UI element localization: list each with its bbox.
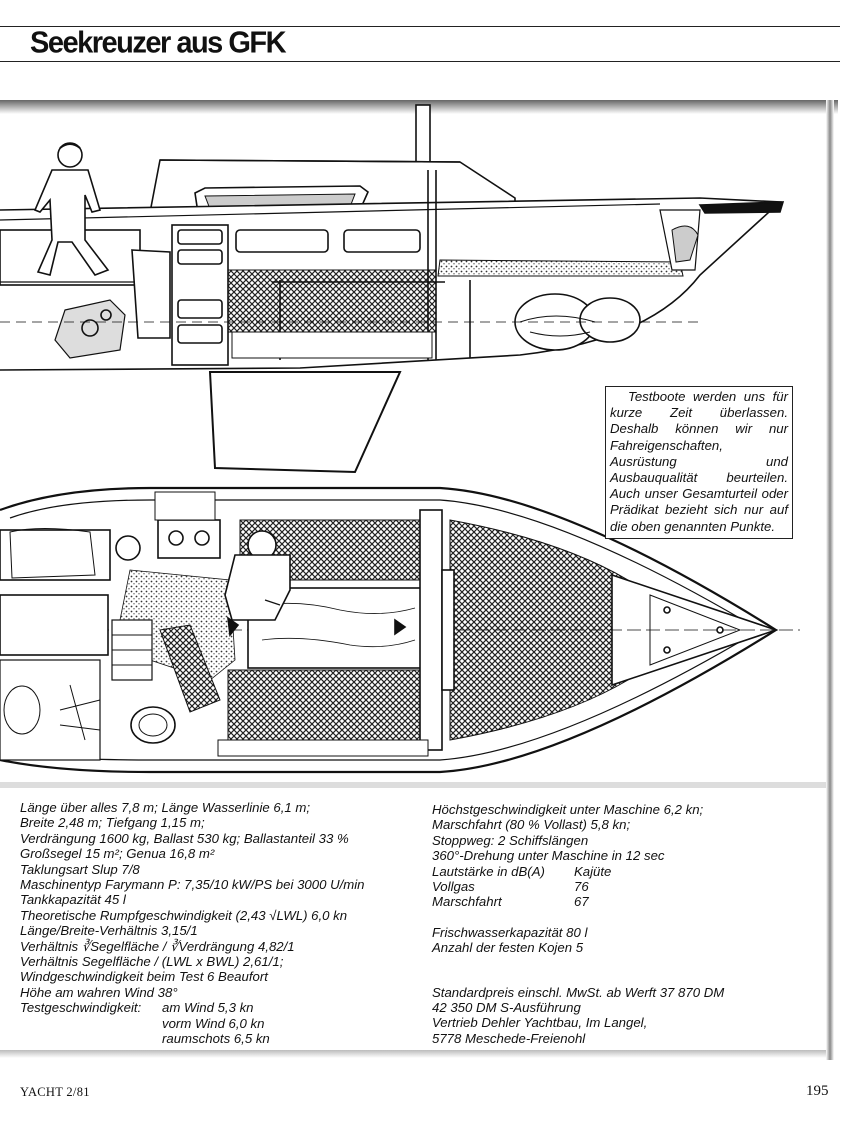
bottom-shadow bbox=[0, 782, 830, 788]
disclaimer-text: Testboote werden uns für kurze Zeit über… bbox=[610, 389, 788, 534]
spec-line: Verhältnis ∛Segelfläche / ∛Verdrängung 4… bbox=[20, 938, 295, 954]
right-shade bbox=[826, 100, 834, 1060]
spec-line: Theoretische Rumpfgeschwindigkeit (2,43 … bbox=[20, 907, 348, 923]
bottom-shade bbox=[0, 1050, 830, 1058]
spec-line: Großsegel 15 m²; Genua 16,8 m² bbox=[20, 846, 215, 862]
test-speed-row: Testgeschwindigkeit: am Wind 5,3 kn bbox=[20, 1000, 410, 1015]
specs-left-column: Länge über alles 7,8 m; Länge Wasserlini… bbox=[20, 800, 410, 1047]
price-line: Vertrieb Dehler Yachtbau, Im Langel, bbox=[432, 1015, 648, 1031]
noise-label: Lautstärke in dB(A) bbox=[432, 863, 545, 879]
spec-line: Stoppweg: 2 Schiffslängen bbox=[432, 832, 589, 848]
noise-label: Marschfahrt bbox=[432, 894, 502, 910]
spec-line: Höchstgeschwindigkeit unter Maschine 6,2… bbox=[432, 802, 704, 817]
noise-row: Marschfahrt 67 bbox=[432, 894, 812, 909]
specs-right-column: Höchstgeschwindigkeit unter Maschine 6,2… bbox=[432, 802, 812, 1046]
spec-line: 360°-Drehung unter Maschine in 12 sec bbox=[432, 848, 665, 864]
page-title: Seekreuzer aus GFK bbox=[30, 26, 287, 60]
plan-view bbox=[0, 486, 800, 774]
disclaimer-box: Testboote werden uns für kurze Zeit über… bbox=[605, 386, 793, 539]
test-speed-row: vorm Wind 6,0 kn bbox=[20, 1016, 410, 1031]
spec-line: Maschinentyp Farymann P: 7,35/10 kW/PS b… bbox=[20, 877, 365, 893]
spec-line: Tankkapazität 45 l bbox=[20, 892, 126, 908]
spec-line: Marschfahrt (80 % Vollast) 5,8 kn; bbox=[432, 817, 631, 833]
spec-line: Anzahl der festen Kojen 5 bbox=[432, 940, 584, 956]
header-rule-bottom bbox=[0, 61, 840, 62]
spec-line: Höhe am wahren Wind 38° bbox=[20, 984, 178, 1000]
noise-row: Vollgas 76 bbox=[432, 879, 812, 894]
test-speed-label: Testgeschwindigkeit: bbox=[20, 1000, 142, 1016]
test-speed-value: am Wind 5,3 kn bbox=[162, 1000, 254, 1016]
spec-line: Länge über alles 7,8 m; Länge Wasserlini… bbox=[20, 800, 311, 815]
test-speed-row: raumschots 6,5 kn bbox=[20, 1031, 410, 1046]
test-speed-value: vorm Wind 6,0 kn bbox=[162, 1015, 265, 1031]
price-line: 42 350 DM S-Ausführung bbox=[432, 1000, 581, 1016]
noise-value: 76 bbox=[574, 879, 589, 895]
noise-value: 67 bbox=[574, 894, 589, 910]
side-view bbox=[0, 104, 785, 474]
noise-label: Vollgas bbox=[432, 879, 475, 895]
page-number: 195 bbox=[806, 1083, 829, 1099]
spec-line: Frischwasserkapazität 80 l bbox=[432, 924, 588, 940]
spec-line: Länge/Breite-Verhältnis 3,15/1 bbox=[20, 923, 198, 939]
test-speed-value: raumschots 6,5 kn bbox=[162, 1031, 270, 1047]
boat-illustration bbox=[0, 100, 840, 790]
spec-line: Taklungsart Slup 7/8 bbox=[20, 861, 140, 877]
header-rule-top bbox=[0, 26, 840, 27]
spec-line: Verhältnis Segelfläche / (LWL x BWL) 2,6… bbox=[20, 954, 284, 970]
price-line: 5778 Meschede-Freienohl bbox=[432, 1030, 586, 1046]
spec-line: Breite 2,48 m; Tiefgang 1,15 m; bbox=[20, 815, 205, 831]
spec-line: Windgeschwindigkeit beim Test 6 Beaufort bbox=[20, 969, 268, 985]
magazine-issue: YACHT 2/81 bbox=[20, 1085, 90, 1099]
noise-header-row: Lautstärke in dB(A) Kajüte bbox=[432, 864, 812, 879]
noise-value: Kajüte bbox=[574, 863, 612, 879]
spec-line: Verdrängung 1600 kg, Ballast 530 kg; Bal… bbox=[20, 830, 349, 846]
price-line: Standardpreis einschl. MwSt. ab Werft 37… bbox=[432, 984, 725, 1000]
